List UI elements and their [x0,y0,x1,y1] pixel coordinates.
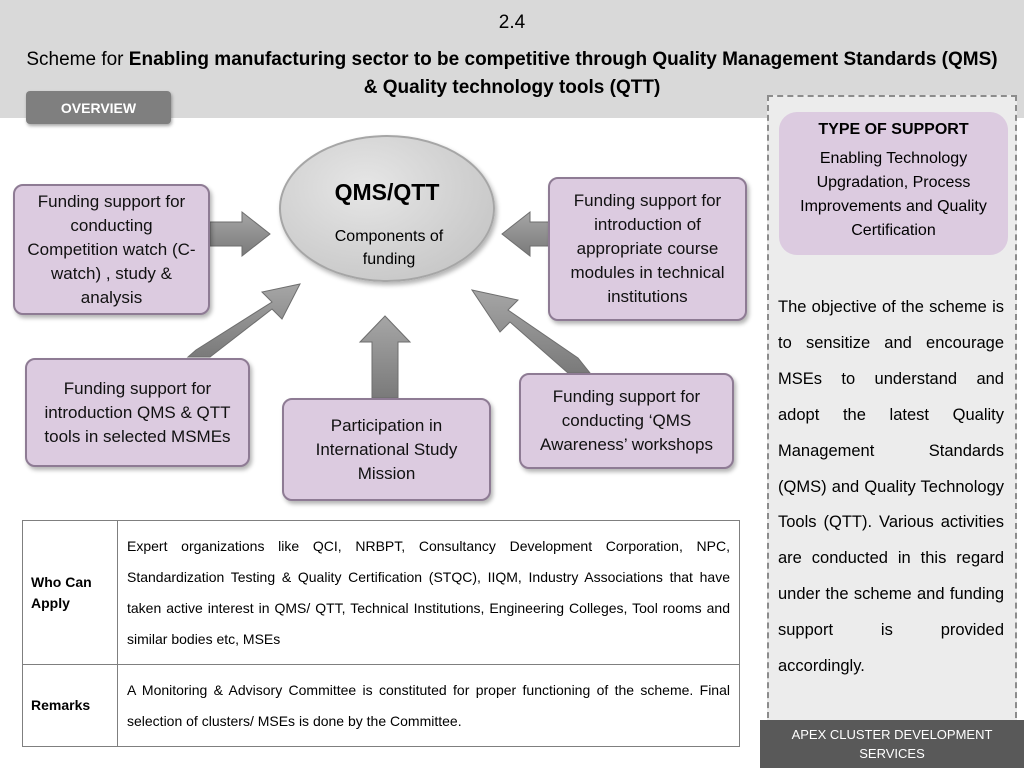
arrow-cwatch [209,210,271,258]
arrow-qms-tools [186,283,301,358]
center-title: QMS/QTT [334,179,440,205]
box-cwatch: Funding support for conducting Competiti… [13,184,210,315]
table-row: Remarks A Monitoring & Advisory Committe… [22,664,740,747]
row-value: Expert organizations like QCI, NRBPT, Co… [117,520,740,665]
center-ellipse: QMS/QTT Components of funding [279,135,495,282]
center-subtitle: Components of funding [334,228,444,268]
title-bold: Enabling manufacturing sector to be comp… [128,49,998,98]
box-qms-tools: Funding support for introduction QMS & Q… [25,358,250,467]
row-label: Who Can Apply [22,520,118,665]
arrow-workshops [470,289,592,374]
overview-tab[interactable]: OVERVIEW [26,91,171,124]
arrow-study-mission [358,315,412,399]
box-study-mission: Participation in International Study Mis… [282,398,491,501]
type-of-support-box: TYPE OF SUPPORT Enabling Technology Upgr… [779,112,1008,255]
objective-text: The objective of the scheme is to sensit… [778,298,1004,676]
table-row: Who Can Apply Expert organizations like … [22,520,740,665]
page-title: Scheme for Enabling manufacturing sector… [20,46,1004,102]
slide-number: 2.4 [498,12,526,33]
row-label: Remarks [22,664,118,747]
arrow-course-modules [501,210,551,258]
title-prefix: Scheme for [26,49,129,70]
box-workshops: Funding support for conducting ‘QMS Awar… [519,373,734,469]
box-course-modules: Funding support for introduction of appr… [548,177,747,321]
type-of-support-body: Enabling Technology Upgradation, Process… [800,150,987,239]
row-value: A Monitoring & Advisory Committee is con… [117,664,740,747]
footer-bar: APEX CLUSTER DEVELOPMENT SERVICES [760,720,1024,768]
type-of-support-title: TYPE OF SUPPORT [818,121,969,138]
info-table: Who Can Apply Expert organizations like … [22,520,740,747]
